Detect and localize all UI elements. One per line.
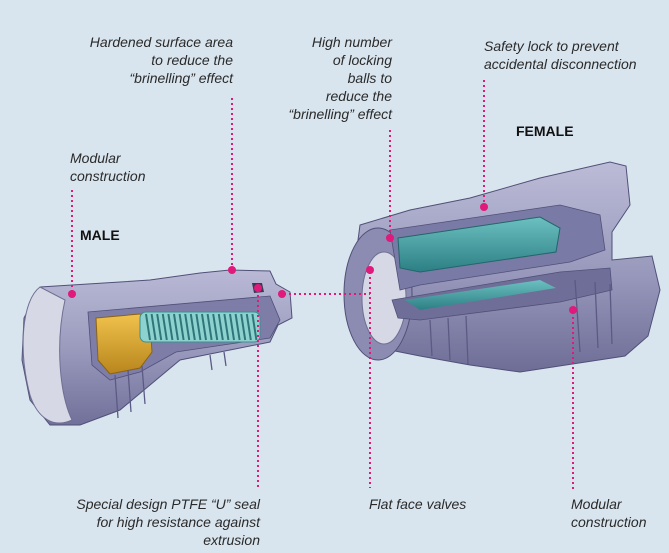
label-safety-lock: Safety lock to prevent accidental discon… bbox=[484, 38, 637, 72]
female-grooves bbox=[429, 279, 613, 365]
female-inner-teal bbox=[405, 280, 556, 310]
label-ptfe-seal: Special design PTFE “U” seal for high re… bbox=[76, 496, 260, 548]
label-modular-right: Modular construction bbox=[571, 496, 647, 530]
label-locking-balls: High number of locking balls to reduce t… bbox=[288, 34, 393, 122]
female-teal-valve bbox=[397, 216, 561, 273]
leader-dots bbox=[68, 203, 577, 314]
male-coupling bbox=[21, 269, 293, 426]
label-male: MALE bbox=[80, 227, 120, 243]
label-flat-face: Flat face valves bbox=[369, 496, 467, 512]
label-modular-left: Modular construction bbox=[70, 150, 146, 184]
male-front-bore bbox=[22, 286, 73, 424]
label-female: FEMALE bbox=[516, 123, 574, 139]
leader-lines bbox=[71, 80, 574, 490]
male-spring bbox=[139, 311, 261, 343]
male-grooves bbox=[114, 351, 227, 419]
label-hardened: Hardened surface area to reduce the “bri… bbox=[89, 34, 233, 86]
female-coupling bbox=[343, 161, 661, 373]
